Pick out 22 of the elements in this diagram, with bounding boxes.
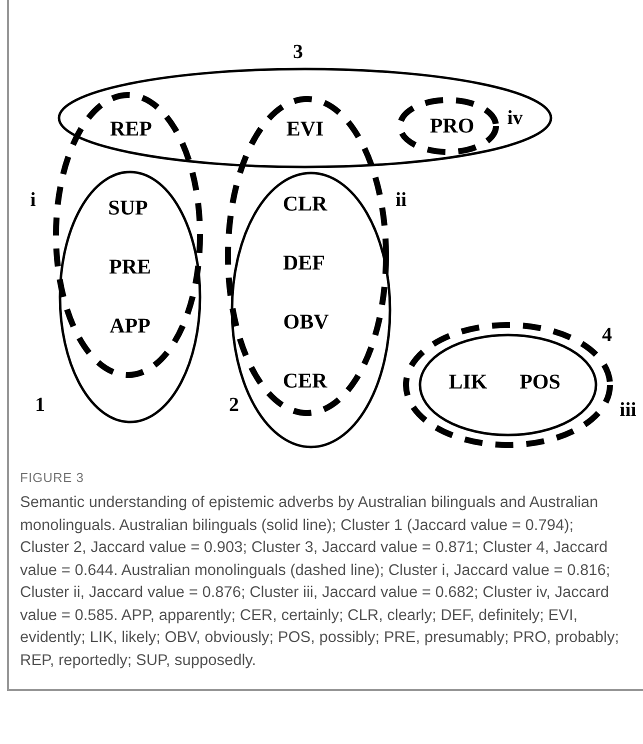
- adverb-abbreviation: REP: [110, 118, 152, 140]
- figure-caption: Semantic understanding of epistemic adverbs by Australian bilinguals and Australian monolinguals. Australian bilinguals (solid line); Cluster 1 (Jaccard value = 0.794); Cluster 2, Jaccard value = 0.903; Cluster 3, Jaccard value = 0.871; Cluster 4, Jaccard value = 0.644. Australian monolinguals (dashed line); Cluster i, Jaccard value = 0.816; Cluster ii, Jaccard value = 0.876; Cluster iii, Jaccard value = 0.682; Cluster iv, Jaccard value = 0.585. APP, apparently; CER, certainly; CLR, clearly; DEF, definitely; EVI, evidently; LIK, likely; OBV, obviously; POS, possibly; PRE, presumably; PRO, probably; REP, reportedly; SUP, supposedly.: [20, 493, 620, 670]
- cluster-number: 4: [602, 325, 612, 345]
- adverb-abbreviation: DEF: [283, 252, 325, 274]
- adverb-abbreviation: EVI: [286, 118, 324, 140]
- adverb-abbreviation: PRO: [430, 116, 474, 136]
- adverb-abbreviation: CLR: [282, 194, 328, 214]
- cluster-number: i: [30, 190, 36, 210]
- cluster-number: 3: [293, 42, 303, 62]
- cluster-number: iii: [620, 400, 636, 420]
- adverb-abbreviation: APP: [110, 316, 150, 336]
- adverb-abbreviation: PRE: [109, 256, 151, 278]
- figure-title: FIGURE 3: [20, 470, 84, 485]
- cluster-number: 1: [35, 395, 45, 415]
- adverb-abbreviation: CER: [282, 370, 328, 392]
- adverb-abbreviation: POS: [520, 372, 560, 392]
- cluster-number: ii: [395, 190, 407, 210]
- cluster-number: iv: [507, 108, 523, 128]
- adverb-abbreviation: LIK: [448, 372, 488, 392]
- adverb-abbreviation: SUP: [108, 198, 148, 218]
- adverb-abbreviation: OBV: [283, 312, 329, 332]
- cluster-number: 2: [229, 395, 239, 415]
